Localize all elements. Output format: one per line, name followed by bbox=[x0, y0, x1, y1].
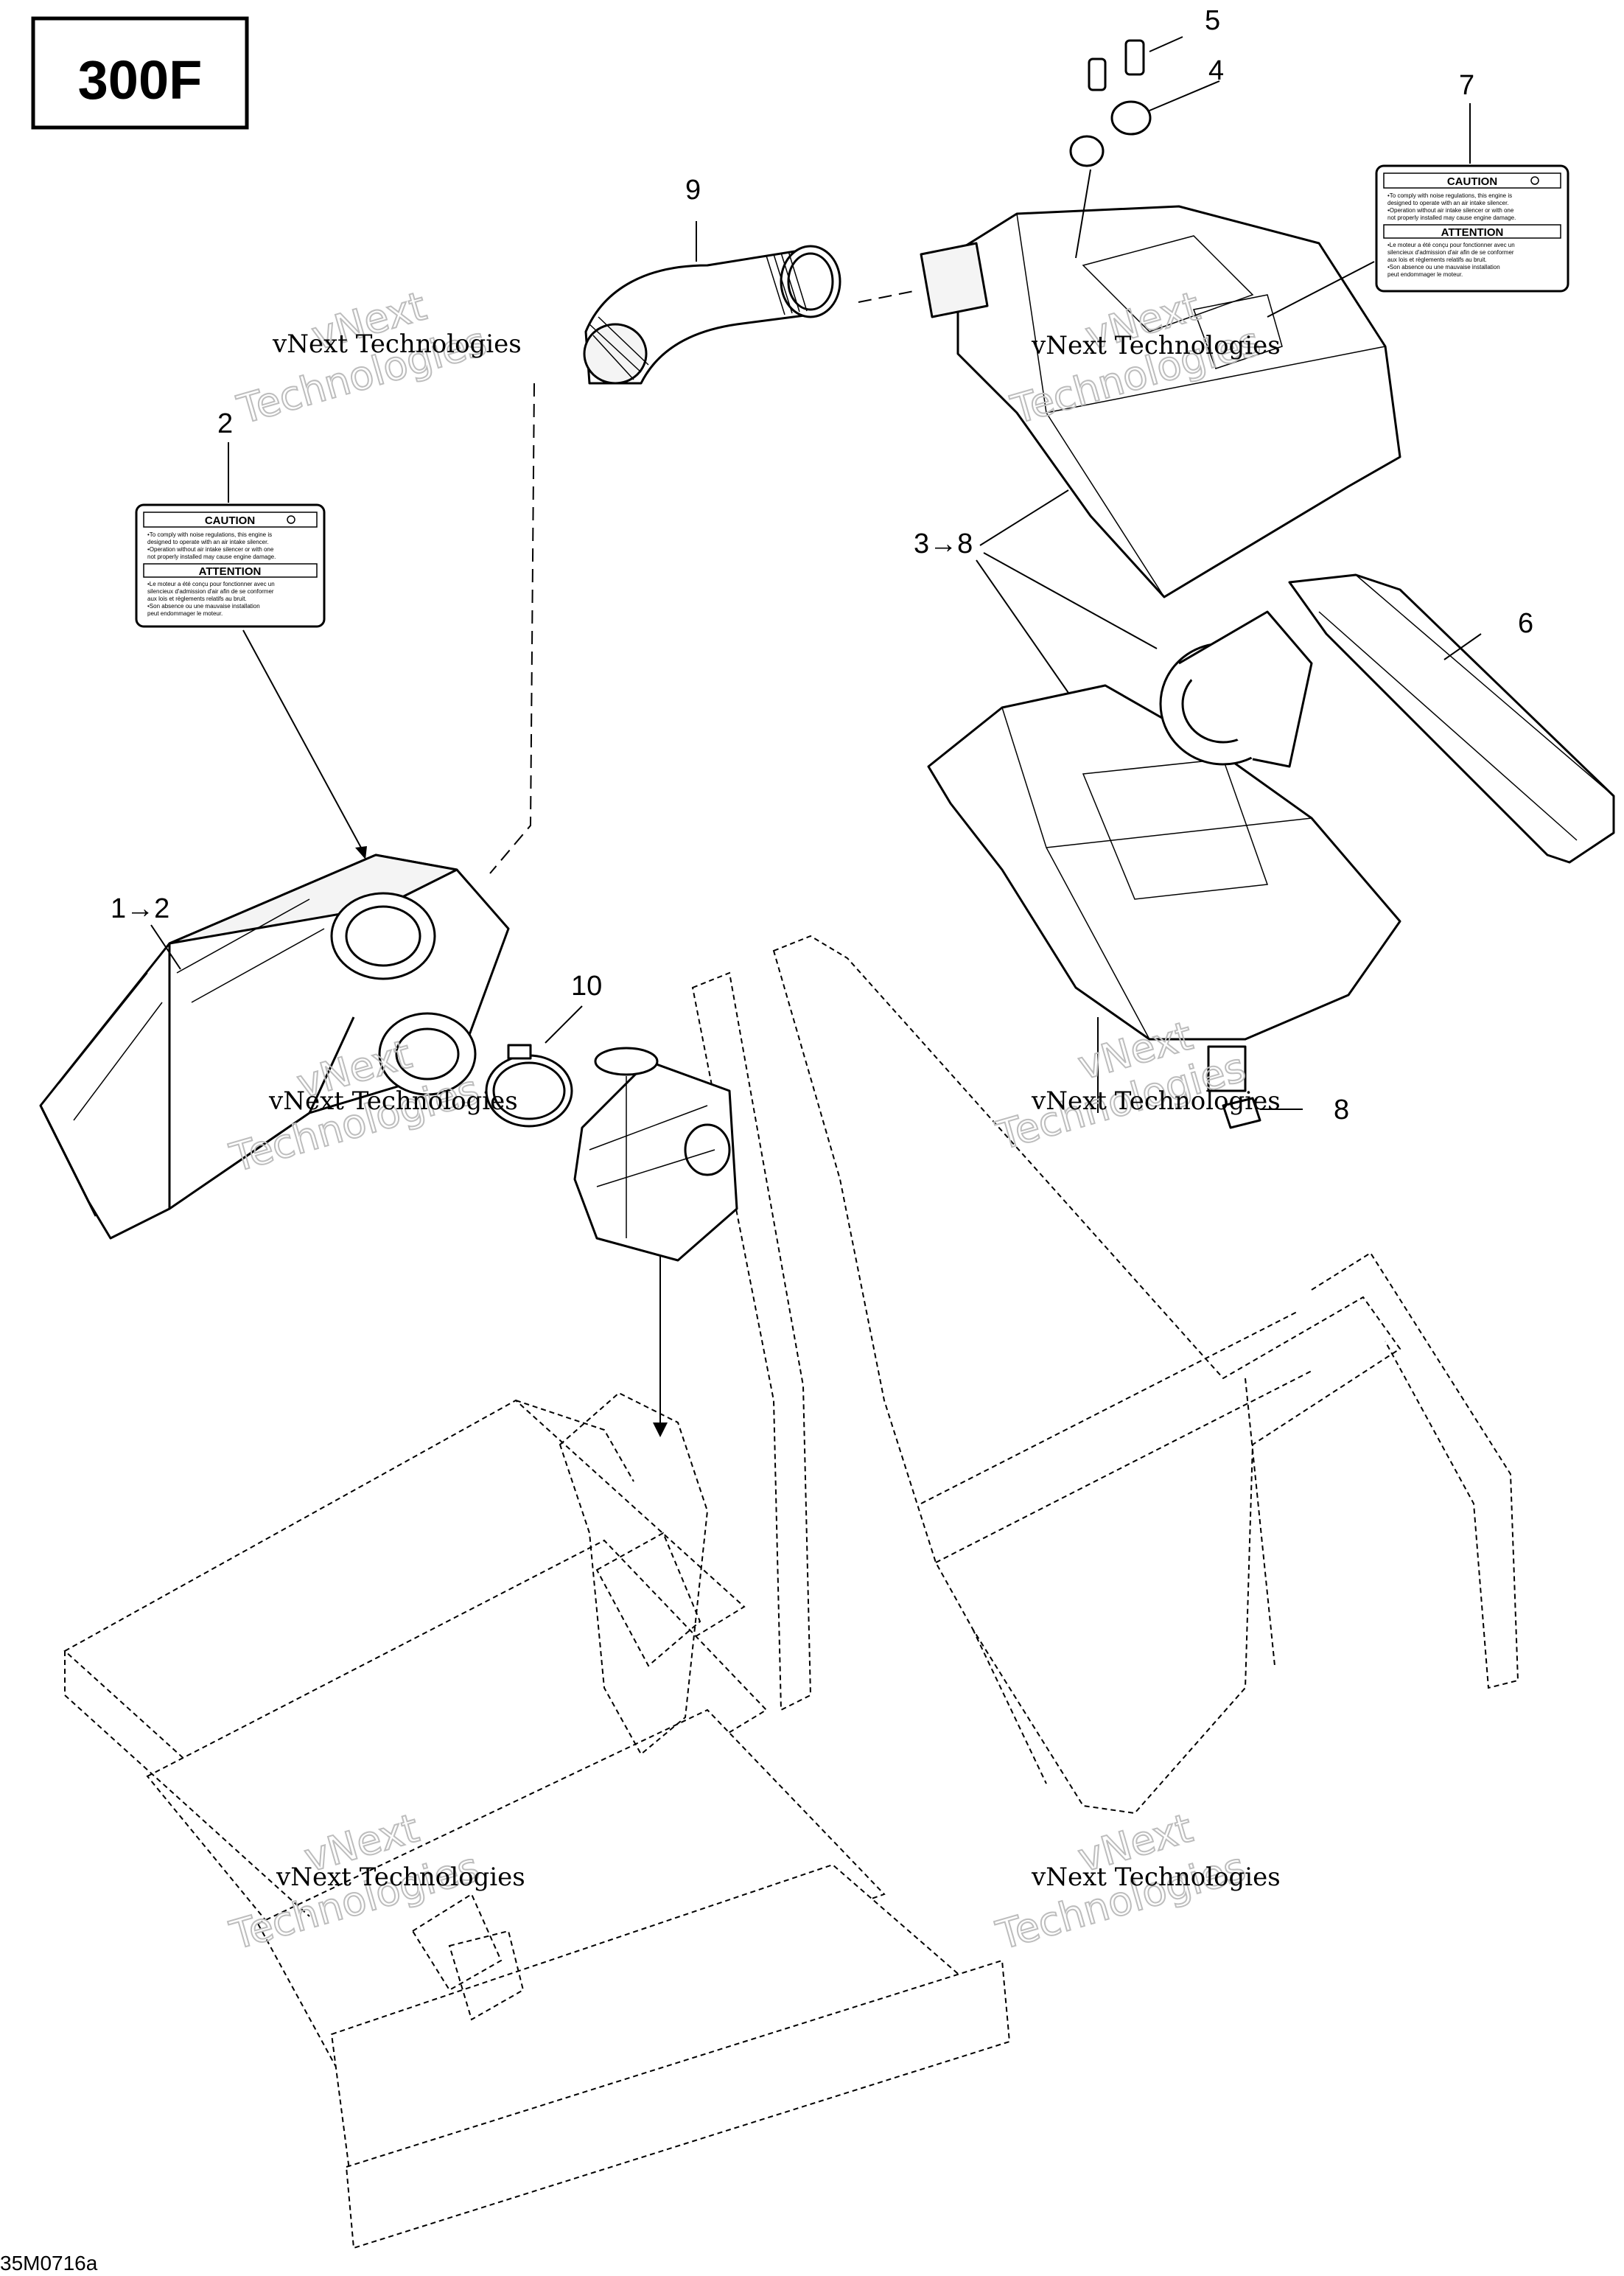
svg-text:not properly installed may cau: not properly installed may cause engine … bbox=[147, 554, 276, 560]
part-carburetor bbox=[573, 1047, 738, 1262]
svg-text:CAUTION: CAUTION bbox=[205, 514, 255, 527]
svg-text:ATTENTION: ATTENTION bbox=[199, 565, 262, 578]
svg-text:•Le moteur a été conçu pour fo: •Le moteur a été conçu pour fonctionner … bbox=[147, 581, 275, 587]
svg-text:aux lois et règlements relatif: aux lois et règlements relatifs au bruit… bbox=[1387, 256, 1487, 263]
title-box: 300F bbox=[31, 16, 249, 130]
callouts: 1→2 2 3→8 4 5 6 7 8 9 10 bbox=[111, 5, 1533, 1125]
part-air-filter bbox=[1288, 573, 1615, 864]
svg-text:CAUTION: CAUTION bbox=[1447, 175, 1497, 188]
svg-text:•Operation without air intake: •Operation without air intake silencer o… bbox=[147, 546, 274, 553]
svg-text:•Son absence ou une mauvaise i: •Son absence ou une mauvaise installatio… bbox=[147, 603, 260, 610]
part-air-silencer-lower bbox=[39, 854, 510, 1240]
part-fitting-5 bbox=[1075, 39, 1145, 259]
svg-text:vNext Technologies: vNext Technologies bbox=[276, 1863, 525, 1892]
flow-line-9-to-1 bbox=[489, 383, 535, 874]
svg-text:aux lois et règlements relatif: aux lois et règlements relatifs au bruit… bbox=[147, 596, 247, 602]
watermark-1: Technologies vNext vNext Technologies bbox=[231, 282, 522, 433]
callout-5: 5 bbox=[1205, 5, 1220, 36]
part-clip bbox=[1222, 1097, 1261, 1129]
svg-text:silencieux d'admission d'air a: silencieux d'admission d'air afin de se … bbox=[1387, 249, 1514, 256]
svg-text:•Son absence ou une mauvaise i: •Son absence ou une mauvaise installatio… bbox=[1387, 264, 1500, 270]
part-intake-boot bbox=[1159, 610, 1313, 768]
part-clamp bbox=[485, 1044, 573, 1128]
svg-text:peut endommager le moteur.: peut endommager le moteur. bbox=[147, 610, 223, 617]
svg-text:•To comply with noise regulati: •To comply with noise regulations, this … bbox=[147, 531, 272, 538]
flow-line-9-to-3 bbox=[858, 290, 914, 303]
svg-text:vNext Technologies: vNext Technologies bbox=[272, 329, 522, 359]
leader-lines bbox=[150, 36, 1482, 1110]
svg-text:designed to operate with an ai: designed to operate with an air intake s… bbox=[1387, 200, 1509, 206]
callout-7: 7 bbox=[1459, 70, 1474, 101]
svg-text:silencieux d'admission d'air a: silencieux d'admission d'air afin de se … bbox=[147, 588, 274, 595]
drawing-number: 35M0716a bbox=[0, 2252, 98, 2275]
callout-6: 6 bbox=[1518, 608, 1533, 639]
part-air-silencer-upper bbox=[920, 205, 1401, 598]
callout-3-8: 3→8 bbox=[914, 528, 973, 559]
svg-text:•Operation without air intake: •Operation without air intake silencer o… bbox=[1387, 207, 1514, 214]
svg-text:vNext Technologies: vNext Technologies bbox=[1031, 331, 1281, 360]
part-air-box-lower bbox=[927, 684, 1401, 1092]
watermark-6: Technologies vNext vNext Technologies bbox=[990, 1804, 1281, 1959]
svg-text:not properly installed may cau: not properly installed may cause engine … bbox=[1387, 214, 1516, 221]
part-grommet-4 bbox=[1069, 100, 1152, 167]
svg-text:ATTENTION: ATTENTION bbox=[1441, 226, 1504, 239]
chassis-frame-bottom bbox=[63, 1392, 1011, 2249]
chassis-frame-right bbox=[691, 935, 1519, 1815]
page-title: 300F bbox=[78, 49, 203, 111]
callout-9: 9 bbox=[685, 175, 701, 206]
callout-1-2: 1→2 bbox=[111, 893, 169, 924]
svg-text:vNext Technologies: vNext Technologies bbox=[1031, 1086, 1281, 1116]
svg-text:designed to operate with an ai: designed to operate with an air intake s… bbox=[147, 539, 269, 545]
part-intake-hose bbox=[583, 245, 841, 385]
svg-text:peut endommager le moteur.: peut endommager le moteur. bbox=[1387, 271, 1463, 278]
svg-text:•Le moteur a été conçu pour fo: •Le moteur a été conçu pour fonctionner … bbox=[1387, 242, 1515, 248]
decal-label-7: CAUTION •To comply with noise regulation… bbox=[1375, 164, 1569, 293]
callout-8: 8 bbox=[1334, 1095, 1349, 1125]
svg-text:vNext Technologies: vNext Technologies bbox=[1031, 1863, 1281, 1892]
callout-10: 10 bbox=[571, 971, 602, 1002]
decal-label-2: CAUTION •To comply with noise regulation… bbox=[135, 503, 326, 628]
svg-text:•To comply with noise regulati: •To comply with noise regulations, this … bbox=[1387, 192, 1512, 199]
svg-text:vNext Technologies: vNext Technologies bbox=[268, 1086, 518, 1116]
callout-2: 2 bbox=[217, 408, 233, 439]
callout-4: 4 bbox=[1208, 55, 1224, 86]
